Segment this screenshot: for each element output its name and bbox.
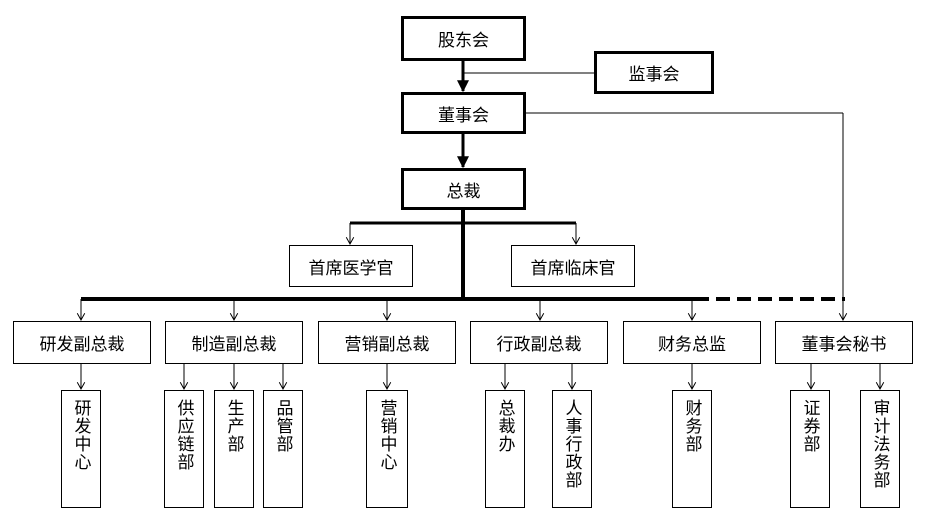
vp-box-manufacturing: 制造副总裁 bbox=[165, 321, 303, 364]
dept-label: 总裁办 bbox=[494, 399, 515, 453]
president-box: 总裁 bbox=[401, 168, 526, 210]
shareholders-label: 股东会 bbox=[438, 31, 489, 51]
dept-box-president-office: 总裁办 bbox=[485, 390, 525, 508]
vp-label: 董事会秘书 bbox=[801, 335, 887, 355]
dept-label: 营销中心 bbox=[376, 399, 397, 471]
cco-label: 首席临床官 bbox=[530, 258, 616, 279]
dept-label: 人事行政部 bbox=[561, 399, 582, 489]
dept-box-hr-admin: 人事行政部 bbox=[552, 390, 592, 508]
dept-box-audit-legal: 审计法务部 bbox=[860, 390, 900, 508]
dept-box-quality: 品管部 bbox=[263, 390, 303, 508]
supervisors-label: 监事会 bbox=[628, 65, 680, 85]
dept-box-production: 生产部 bbox=[214, 390, 254, 508]
vp-label: 研发副总裁 bbox=[39, 335, 125, 355]
dept-label: 研发中心 bbox=[70, 399, 91, 471]
shareholders-box: 股东会 bbox=[401, 16, 526, 61]
board-box: 董事会 bbox=[401, 92, 526, 134]
vp-box-board-secretary: 董事会秘书 bbox=[775, 321, 913, 364]
vp-label: 营销副总裁 bbox=[344, 335, 430, 355]
vp-box-finance: 财务总监 bbox=[623, 321, 761, 364]
dept-label: 财务部 bbox=[681, 399, 702, 453]
cmo-label: 首席医学官 bbox=[308, 258, 394, 279]
dept-box-supply-chain: 供应链部 bbox=[164, 390, 204, 508]
dept-label: 证券部 bbox=[799, 399, 820, 453]
vp-box-marketing: 营销副总裁 bbox=[318, 321, 456, 364]
dept-box-marketing-center: 营销中心 bbox=[366, 390, 408, 508]
cmo-box: 首席医学官 bbox=[289, 245, 413, 287]
cco-box: 首席临床官 bbox=[511, 245, 635, 287]
dept-label: 审计法务部 bbox=[869, 399, 890, 489]
vp-label: 财务总监 bbox=[658, 335, 726, 355]
vp-box-rd: 研发副总裁 bbox=[13, 321, 151, 364]
vp-label: 制造副总裁 bbox=[191, 335, 277, 355]
dept-label: 生产部 bbox=[223, 399, 244, 453]
board-label: 董事会 bbox=[438, 105, 489, 126]
vp-box-admin: 行政副总裁 bbox=[470, 321, 608, 364]
dept-box-finance: 财务部 bbox=[672, 390, 712, 508]
dept-label: 品管部 bbox=[272, 399, 293, 453]
vp-label: 行政副总裁 bbox=[496, 335, 582, 355]
president-label: 总裁 bbox=[446, 181, 481, 202]
dept-box-securities: 证券部 bbox=[790, 390, 830, 508]
dept-box-rd-center: 研发中心 bbox=[61, 390, 101, 508]
supervisors-box: 监事会 bbox=[594, 51, 714, 94]
dept-label: 供应链部 bbox=[173, 399, 194, 471]
